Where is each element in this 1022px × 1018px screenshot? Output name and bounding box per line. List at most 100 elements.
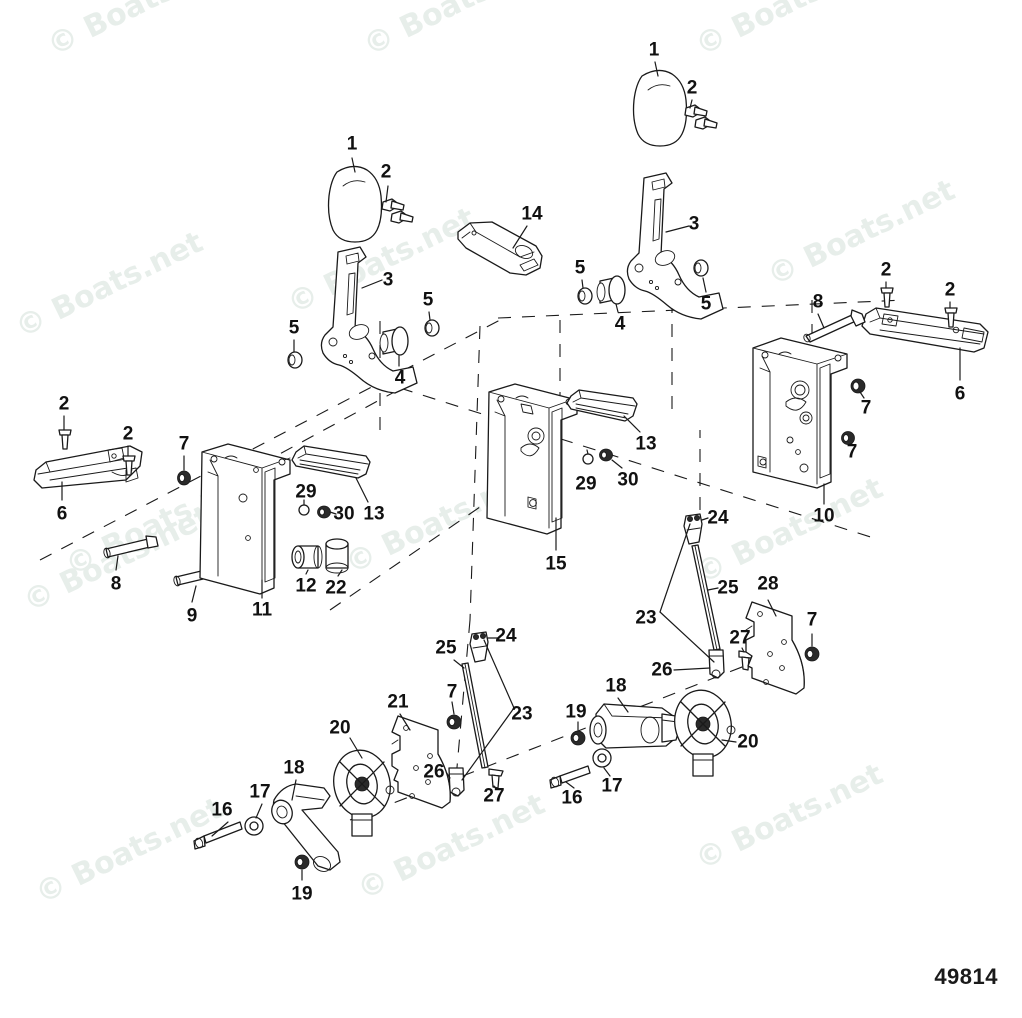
callout-19: 19	[291, 883, 313, 905]
part-26-socket-right	[708, 649, 725, 679]
part-29-grommet-left	[298, 504, 310, 516]
callout-19: 19	[565, 701, 587, 723]
part-13-seal-strip-center	[566, 389, 638, 422]
callout-17: 17	[249, 781, 271, 803]
part-17-washer-right	[592, 748, 612, 768]
callout-27: 27	[729, 627, 751, 649]
callout-18: 18	[605, 675, 627, 697]
part-16-bolt-left	[193, 821, 243, 850]
part-11-mounting-plate-left	[199, 443, 291, 595]
callout-16: 16	[561, 787, 583, 809]
part-5-washer-right-b	[693, 259, 709, 277]
part-3-control-lever-right	[626, 172, 724, 320]
callout-21: 21	[387, 691, 409, 713]
callout-6: 6	[56, 503, 68, 525]
callout-4: 4	[614, 313, 626, 335]
callout-7: 7	[806, 609, 818, 631]
part-group-left-mount	[33, 415, 371, 603]
callout-7: 7	[860, 397, 872, 419]
callout-13: 13	[635, 433, 657, 455]
callout-24: 24	[707, 507, 729, 529]
part-13-seal-strip-left	[291, 445, 371, 479]
part-2-screw-right-pair	[684, 104, 718, 130]
part-group-right-arm	[549, 689, 737, 789]
part-5-washer-left-b	[287, 351, 303, 369]
callout-18: 18	[283, 757, 305, 779]
callout-20: 20	[737, 731, 759, 753]
part-2-screw-left-pair	[381, 198, 414, 224]
part-group-right-linkage	[659, 513, 820, 695]
callout-4: 4	[394, 367, 406, 389]
callout-13: 13	[363, 503, 385, 525]
part-7-nut-right-a	[850, 378, 866, 394]
callout-7: 7	[178, 433, 190, 455]
part-7-nut-right-b	[841, 431, 855, 445]
part-7-nut-left	[177, 470, 191, 486]
callout-7: 7	[846, 441, 858, 463]
part-2-screw-left-mount-a	[58, 429, 72, 450]
part-15-mounting-plate-center	[486, 383, 578, 535]
callout-11: 11	[251, 599, 273, 621]
callout-25: 25	[717, 577, 739, 599]
callout-30: 30	[617, 469, 639, 491]
callout-23: 23	[635, 607, 657, 629]
part-21-bracket-left	[391, 715, 451, 809]
part-19-nut-left	[294, 854, 310, 870]
part-10-mounting-plate-right	[752, 337, 848, 489]
part-17-washer-left	[244, 816, 264, 836]
part-16-bolt-right	[549, 765, 591, 789]
part-30-nut-left	[317, 505, 331, 519]
callout-20: 20	[329, 717, 351, 739]
part-20-actuator-right	[674, 689, 736, 777]
callout-5: 5	[574, 257, 586, 279]
part-4-bushing-right	[596, 275, 626, 305]
part-3-control-lever-left	[320, 246, 418, 394]
part-5-washer-right-a	[577, 287, 593, 305]
part-6-trim-strip-left	[33, 445, 143, 489]
callout-17: 17	[601, 775, 623, 797]
drawing-id: 49814	[934, 964, 998, 989]
callout-2: 2	[686, 77, 698, 99]
part-27-screw-left	[488, 768, 504, 789]
callout-8: 8	[110, 573, 122, 595]
callout-2: 2	[122, 423, 134, 445]
callout-9: 9	[186, 605, 198, 627]
callout-23: 23	[511, 703, 533, 725]
callout-22: 22	[325, 577, 347, 599]
part-7-nut-right-linkage	[804, 646, 820, 662]
part-5-washer-left-a	[424, 319, 440, 337]
callout-1: 1	[346, 133, 358, 155]
part-8-bolt-right	[803, 309, 866, 343]
part-28-bracket-right	[745, 601, 805, 695]
callout-5: 5	[288, 317, 300, 339]
part-29-grommet-center	[582, 453, 594, 465]
part-18-arm-left	[271, 783, 341, 872]
callout-6: 6	[954, 383, 966, 405]
part-2-screw-left-mount-b	[122, 455, 136, 476]
part-24-end-fitting-right	[683, 513, 703, 545]
callout-2: 2	[880, 259, 892, 281]
callout-2: 2	[58, 393, 70, 415]
callout-29: 29	[295, 481, 317, 503]
part-2-screw-right-mount-b	[944, 307, 958, 328]
callout-3: 3	[688, 213, 700, 235]
part-18-arm-right	[589, 703, 681, 749]
part-19-nut-right	[570, 730, 586, 746]
part-22-spacer-left	[325, 538, 349, 574]
callout-2: 2	[380, 161, 392, 183]
part-8-bolt-left	[103, 535, 159, 559]
part-12-bushing-left	[291, 545, 323, 569]
part-2-screw-right-mount-a	[880, 287, 894, 308]
part-group-right-mount	[752, 281, 989, 505]
callout-30: 30	[333, 503, 355, 525]
part-4-bushing-left	[379, 326, 409, 356]
callout-7: 7	[446, 681, 458, 703]
callout-14: 14	[521, 203, 543, 225]
part-group-left-linkage	[193, 631, 515, 881]
callout-28: 28	[757, 573, 779, 595]
callout-25: 25	[435, 637, 457, 659]
callout-15: 15	[545, 553, 567, 575]
callout-29: 29	[575, 473, 597, 495]
